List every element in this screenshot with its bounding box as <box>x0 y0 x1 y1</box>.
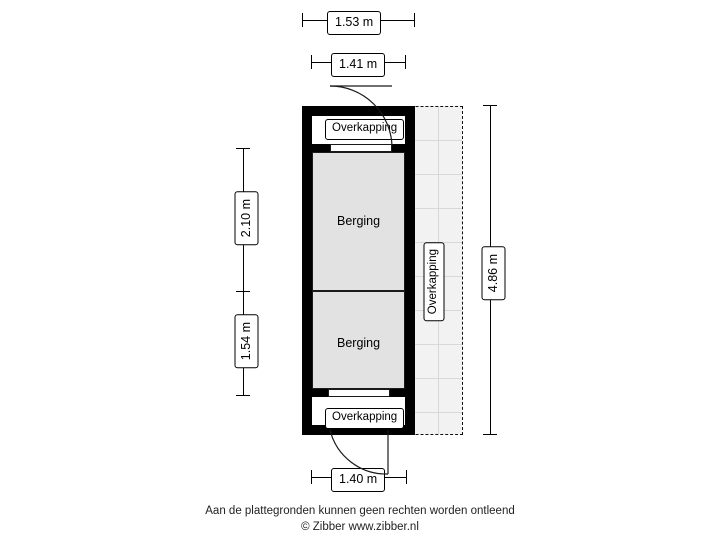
overkapping-bottom-label: Overkapping <box>325 408 405 429</box>
room-label-berging-upper: Berging <box>337 214 381 228</box>
dimension-tick-right-top <box>483 105 497 106</box>
dimension-label-left-lower: 1.54 m <box>235 314 259 369</box>
dimension-tick-bottom-right <box>406 470 407 484</box>
dimension-label-bottom: 1.40 m <box>331 468 386 492</box>
overkapping-top-label: Overkapping <box>325 119 405 140</box>
dimension-label-top-outer: 1.53 m <box>327 11 382 35</box>
dimension-tick-bottom-left <box>311 470 312 484</box>
dimension-tick-top-inner-right <box>405 55 406 69</box>
dimension-label-top-inner: 1.41 m <box>331 53 386 77</box>
wall-bottom <box>302 425 415 435</box>
dimension-tick-top-outer-right <box>414 13 415 27</box>
overkapping-right-label: Overkapping <box>424 242 445 322</box>
dimension-tick-top-inner-left <box>311 55 312 69</box>
door-opening-top <box>330 144 392 152</box>
room-berging-lower <box>312 291 405 389</box>
dimension-tick-right-bottom <box>483 434 497 435</box>
footer-line-1: Aan de plattegronden kunnen geen rechten… <box>205 505 515 517</box>
wall-right <box>405 106 415 435</box>
canopy-boundary-right <box>462 106 463 435</box>
door-opening-bottom <box>328 389 390 397</box>
wall-left <box>302 106 312 435</box>
door-swing-top <box>329 85 393 147</box>
room-berging-upper <box>312 152 405 291</box>
dimension-tick-left-upper-top <box>236 148 250 149</box>
dimension-label-right-total: 4.86 m <box>482 246 506 301</box>
wall-top <box>302 106 415 116</box>
dimension-tick-top-outer-left <box>302 13 303 27</box>
dimension-tick-left-lower-bottom <box>236 395 250 396</box>
footer-line-2: © Zibber www.zibber.nl <box>301 520 419 533</box>
room-label-berging-lower: Berging <box>337 336 381 350</box>
dimension-label-left-upper: 2.10 m <box>235 191 259 246</box>
footer-disclaimer: Aan de plattegronden kunnen geen rechten… <box>0 504 720 535</box>
door-swing-bottom <box>329 429 389 475</box>
